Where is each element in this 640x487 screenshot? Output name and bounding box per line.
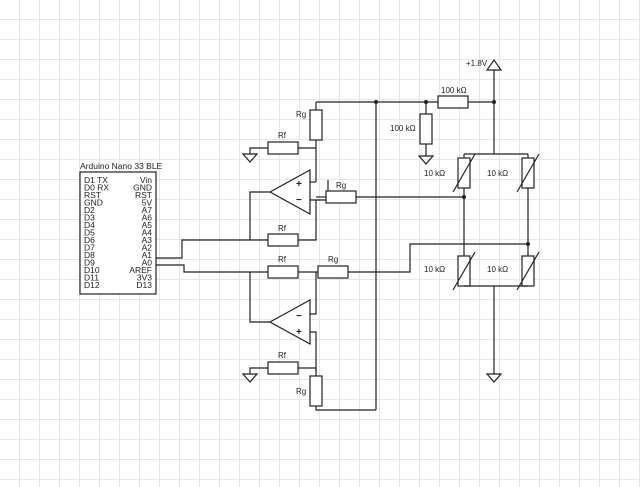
board-pin-label: D6 <box>84 235 95 245</box>
junction-dot <box>374 100 378 104</box>
resistor-100k-horizontal <box>437 95 469 109</box>
board-pin-label: D9 <box>84 258 95 268</box>
board-pin-label: D13 <box>136 280 152 290</box>
ground-icon <box>417 155 435 165</box>
ground-icon <box>485 373 503 383</box>
resistor-100k-horizontal-label: 100 kΩ <box>441 86 467 95</box>
adjust-arrow-icon <box>516 153 540 193</box>
board-pin-label: GND <box>84 198 103 208</box>
board-pin-label: D2 <box>84 205 95 215</box>
board-pin-label: A6 <box>142 213 153 223</box>
board-pin-label: 5V <box>142 198 153 208</box>
board-title: Arduino Nano 33 BLE <box>80 161 163 171</box>
board-pin-label: D1 TX <box>84 175 108 185</box>
board-pin-label: A5 <box>142 220 153 230</box>
board-body <box>79 171 157 295</box>
board-pin-label: A4 <box>142 228 153 238</box>
board-pin-label: A2 <box>142 243 153 253</box>
bridge-label-top-left: 10 kΩ <box>424 169 445 178</box>
board-pin-label: RST <box>135 190 152 200</box>
rg-upper-resistor <box>309 109 323 141</box>
rf-lower-feedback-label: Rf <box>278 255 287 264</box>
reference-network: 100 kΩ 100 kΩ +1.8V <box>316 58 503 410</box>
board-pin-label: A0 <box>142 258 153 268</box>
rg-upper-bridge-resistor <box>325 190 357 204</box>
board-pin-label: A3 <box>142 235 153 245</box>
rg-lower-resistor <box>309 375 323 407</box>
board-pin-label: D10 <box>84 265 100 275</box>
board-pin-label: D8 <box>84 250 95 260</box>
board-pin-label: AREF <box>129 265 152 275</box>
ground-icon <box>241 153 259 163</box>
board-pin-label: 3V3 <box>137 273 152 283</box>
rf-upper-feedback-label: Rf <box>278 224 287 233</box>
board-pin-label: GND <box>133 183 152 193</box>
board-pin-label: D0 RX <box>84 183 109 193</box>
board-pin-label: Vin <box>140 175 152 185</box>
upper-opamp-plus: + <box>296 179 302 190</box>
board-pin-label: D3 <box>84 213 95 223</box>
rf-upper-ground-label: Rf <box>278 131 287 140</box>
lower-amplifier: Rf Rg − + Rf Rg <box>241 243 528 411</box>
board-pin-label: D5 <box>84 228 95 238</box>
rg-upper-label: Rg <box>296 110 306 119</box>
lower-opamp-triangle <box>268 298 311 346</box>
rg-upper-bridge-label: Rg <box>336 181 346 190</box>
lower-opamp-plus: + <box>296 327 302 338</box>
wheatstone-bridge: 10 kΩ 10 kΩ 10 kΩ 10 kΩ <box>424 153 540 383</box>
rg-lower-bridge-label: Rg <box>328 255 338 264</box>
board-pin-label: D4 <box>84 220 95 230</box>
adjust-arrow-icon <box>452 153 476 193</box>
rf-upper-feedback-resistor <box>267 233 299 247</box>
rf-lower-ground-resistor <box>267 361 299 375</box>
board-pin-label: A1 <box>142 250 153 260</box>
upper-opamp-minus: − <box>296 195 302 206</box>
bridge-label-top-right: 10 kΩ <box>487 169 508 178</box>
board-pin-label: A7 <box>142 205 153 215</box>
bridge-label-bottom-right: 10 kΩ <box>487 265 508 274</box>
board-pin-label: D12 <box>84 280 100 290</box>
rg-lower-bridge-resistor <box>317 265 349 279</box>
rf-upper-ground-resistor <box>267 141 299 155</box>
adjust-arrow-icon <box>452 251 476 291</box>
board-wires <box>156 239 268 273</box>
ground-icon <box>241 373 259 383</box>
lower-opamp-minus: − <box>296 311 302 322</box>
board-pin-label: D11 <box>84 273 99 283</box>
upper-amplifier: Rg Rf + − Rf Rg <box>241 102 464 247</box>
supply-arrow-icon <box>485 58 503 71</box>
rg-lower-label: Rg <box>296 387 306 396</box>
board-pin-label: RST <box>84 190 101 200</box>
rf-lower-ground-label: Rf <box>278 351 287 360</box>
junction-dot <box>526 242 530 246</box>
bridge-label-bottom-left: 10 kΩ <box>424 265 445 274</box>
resistor-100k-vertical-label: 100 kΩ <box>390 124 416 133</box>
resistor-100k-vertical <box>419 113 433 145</box>
adjust-arrow-icon <box>516 251 540 291</box>
rf-lower-feedback-resistor <box>267 265 299 279</box>
junction-dot <box>462 195 466 199</box>
supply-label: +1.8V <box>466 59 488 68</box>
upper-opamp-triangle <box>268 168 311 216</box>
board-pin-label: D7 <box>84 243 95 253</box>
